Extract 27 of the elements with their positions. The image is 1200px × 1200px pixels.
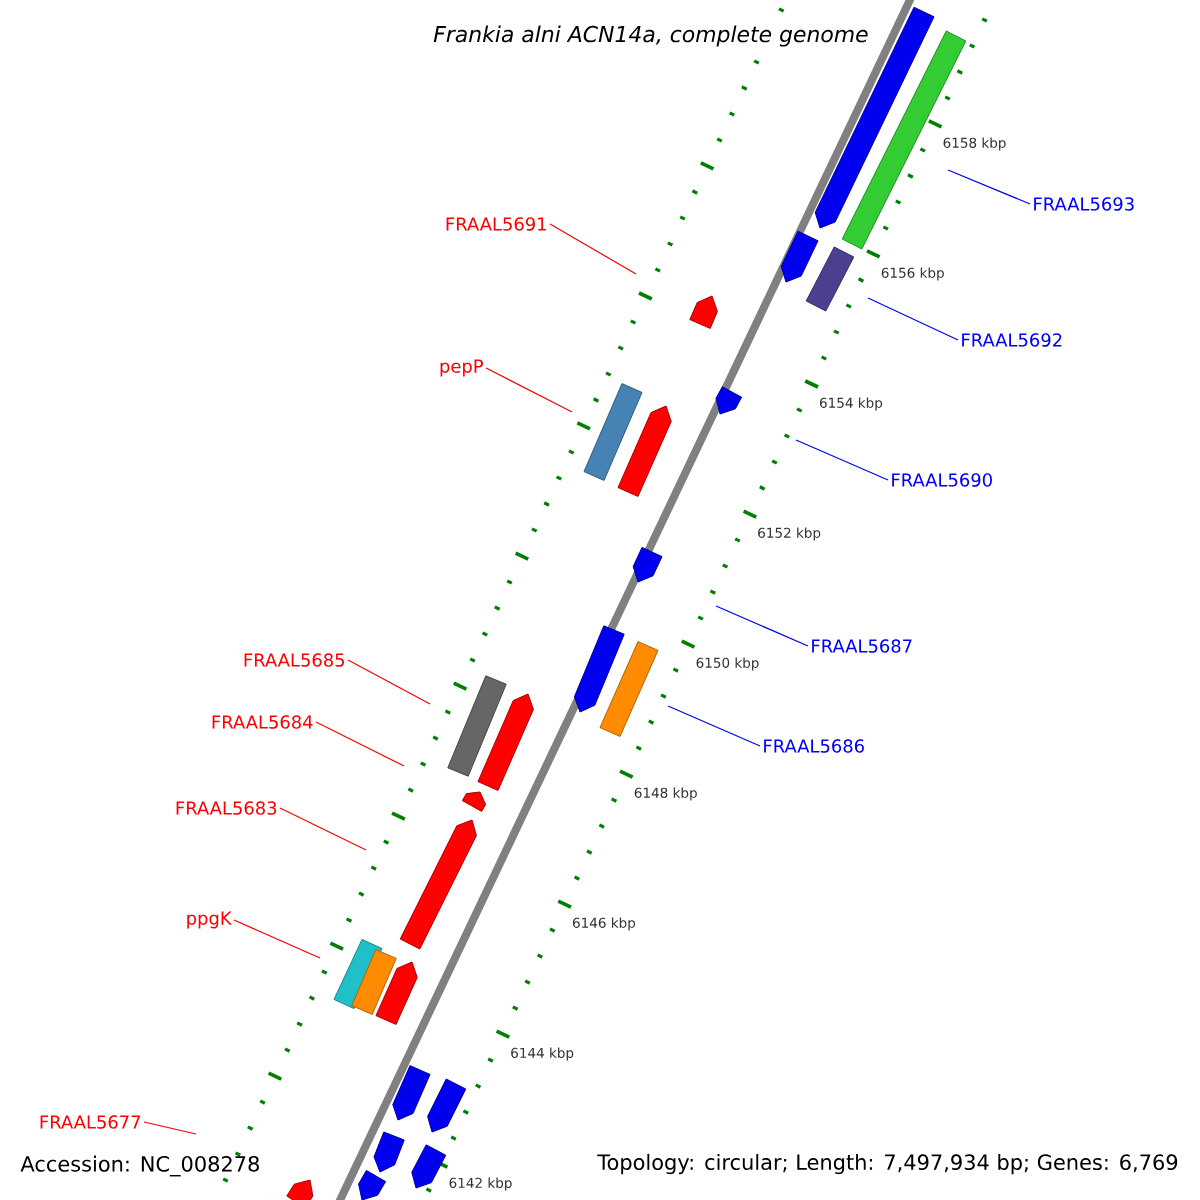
gene-label: FRAAL5693 <box>1034 197 1134 211</box>
leader-line <box>715 605 809 647</box>
gene-label: FRAAL5685 <box>244 653 344 667</box>
leader-line <box>143 1121 197 1135</box>
leader-line <box>315 721 405 767</box>
leader-line <box>667 705 761 747</box>
accession-text: Accession: NC_008278 <box>20 1155 259 1177</box>
gene-label: pepP <box>440 359 483 377</box>
leader-line <box>279 807 367 851</box>
gene-label: FRAAL5687 <box>812 639 912 653</box>
gene-label: ppgK <box>187 911 232 929</box>
gene-label: FRAAL5677 <box>40 1115 141 1129</box>
gene-label: FRAAL5684 <box>212 715 313 729</box>
leader-line <box>549 223 637 275</box>
leader-line <box>485 367 573 413</box>
title: Frankia alni ACN14a, complete genome <box>430 22 872 50</box>
gene-label: FRAAL5683 <box>176 801 277 815</box>
leader-line <box>867 297 959 341</box>
leader-line <box>233 919 321 959</box>
gene-label: FRAAL5692 <box>962 333 1062 347</box>
gene-label: FRAAL5691 <box>446 217 546 231</box>
gene-label: FRAAL5690 <box>892 473 992 487</box>
leader-line <box>795 439 889 481</box>
gene-label: FRAAL5686 <box>764 739 864 753</box>
leader-line <box>947 169 1031 205</box>
topology-text: Topology: circular; Length: 7,497,934 bp; Genes: 6,769 <box>596 1152 1180 1176</box>
leader-line <box>347 659 431 705</box>
